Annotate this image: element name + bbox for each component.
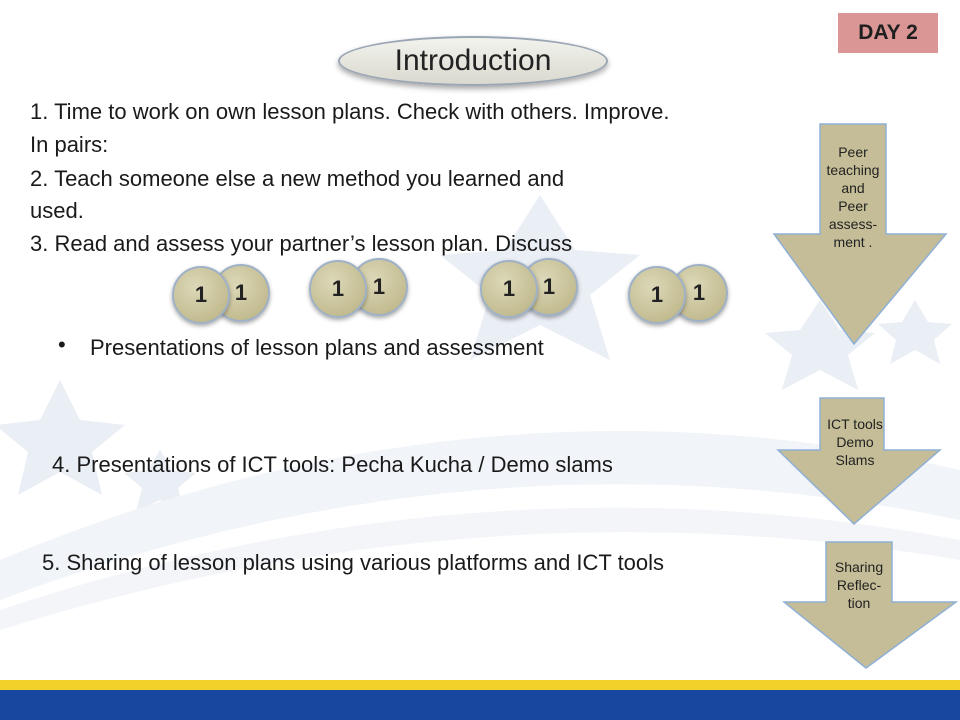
arrow-sharing-line: tion (847, 595, 871, 611)
arrow-sharing-label: Sharing Reflec- tion (826, 558, 892, 612)
arrow-ict-label: ICT tools Demo Slams (817, 415, 893, 469)
arrow-peer-line: assess- (828, 216, 878, 232)
ict-arrow-icon (776, 397, 943, 526)
bullet-presentations-text: Presentations of lesson plans and assess… (90, 335, 544, 360)
item-2-continued-text: used. (30, 198, 84, 223)
arrow-ict-line: Slams (835, 452, 875, 468)
arrow-peer-line: ment . (833, 234, 873, 250)
item-5-text: 5. Sharing of lesson plans using various… (42, 550, 665, 575)
pair-3-front-circle: 1 (480, 260, 538, 318)
sharing-arrow-icon (781, 541, 959, 669)
arrow-sharing-line: Sharing (834, 559, 884, 575)
footer-yellow-stripe (0, 680, 960, 690)
pair-2-front-circle: 1 (309, 260, 367, 318)
arrow-sharing-line: Reflec- (836, 577, 882, 593)
item-1-text: 1. Time to work on own lesson plans. Che… (30, 99, 670, 124)
arrow-ict-line: ICT tools (827, 416, 883, 432)
page-title: Introduction (394, 44, 552, 77)
title-pill: Introduction (338, 36, 608, 86)
item-3-text: 3. Read and assess your partner’s lesson… (30, 231, 573, 256)
peer-arrow-icon (772, 123, 948, 346)
item-4-text: 4. Presentations of ICT tools: Pecha Kuc… (52, 452, 613, 477)
arrow-peer-line: teaching (826, 162, 880, 178)
in-pairs-text: In pairs: (30, 132, 109, 157)
arrow-ict-line: Demo (836, 434, 874, 450)
footer-blue-bar (0, 690, 960, 720)
pair-4-front-circle: 1 (628, 266, 686, 324)
pair-1-front-circle: 1 (172, 266, 230, 324)
item-2-text: 2. Teach someone else a new method you l… (30, 166, 565, 191)
arrow-peer-line: Peer (838, 144, 868, 160)
arrow-peer-line: Peer (838, 198, 868, 214)
arrow-peer-label: Peer teaching and Peer assess- ment . (820, 143, 886, 251)
day-badge: DAY 2 (838, 13, 938, 53)
bullet-dot: • (58, 332, 66, 357)
arrow-peer-line: and (841, 180, 865, 196)
